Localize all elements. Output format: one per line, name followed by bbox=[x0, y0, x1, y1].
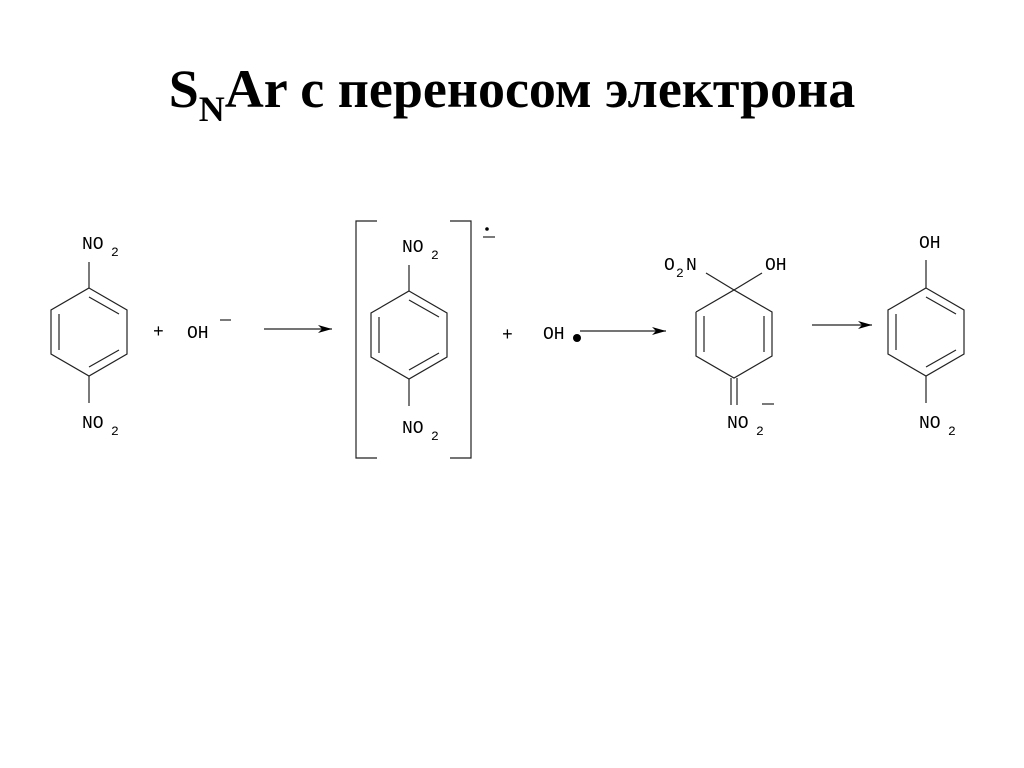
title-s: S bbox=[168, 59, 199, 119]
label-sub2: 2 bbox=[111, 245, 119, 260]
slide-title: SNAr с переносом электрона bbox=[0, 59, 1024, 127]
radical-dot-large bbox=[573, 334, 581, 342]
label-sub2: 2 bbox=[431, 248, 439, 263]
label-hydroxyl: OH bbox=[765, 256, 787, 276]
radical-anion-complex: NO 2 NO 2 bbox=[355, 220, 495, 459]
title-rest: Ar с переносом электрона bbox=[224, 59, 856, 119]
label-no2-bottom: NO bbox=[402, 419, 424, 439]
label-no2-bottom: NO bbox=[82, 414, 104, 434]
label-no2-bottom: NO bbox=[919, 414, 941, 434]
title-subscript: N bbox=[198, 89, 225, 129]
dinitrobenzene: NO 2 NO 2 bbox=[50, 235, 128, 439]
label-no2-top: NO bbox=[82, 235, 104, 255]
label-o2n-o: O bbox=[664, 256, 675, 276]
label-sub2: 2 bbox=[756, 424, 764, 439]
label-no2-bottom: NO bbox=[727, 414, 749, 434]
label-hydroxyl: OH bbox=[919, 234, 941, 254]
cyclohexadiene-ring bbox=[695, 289, 773, 379]
left-bracket bbox=[355, 220, 377, 459]
plus-sign-1: + bbox=[153, 323, 164, 343]
label-sub2: 2 bbox=[676, 266, 684, 281]
benzene-ring bbox=[50, 287, 128, 377]
label-hydroxyl-radical: OH bbox=[543, 325, 565, 345]
label-sub2: 2 bbox=[431, 429, 439, 444]
label-o2n-n: N bbox=[686, 256, 697, 276]
label-sub2: 2 bbox=[948, 424, 956, 439]
plus-sign-2: + bbox=[502, 326, 513, 346]
label-hydroxide: OH bbox=[187, 324, 209, 344]
meisenheimer-complex: O 2 N OH NO 2 bbox=[664, 256, 787, 439]
nitrophenol: OH NO 2 bbox=[887, 234, 965, 439]
label-no2-top: NO bbox=[402, 238, 424, 258]
radical-dot bbox=[485, 227, 489, 231]
label-sub2: 2 bbox=[111, 424, 119, 439]
benzene-ring bbox=[887, 287, 965, 377]
right-bracket bbox=[450, 220, 472, 459]
benzene-ring bbox=[370, 290, 448, 380]
